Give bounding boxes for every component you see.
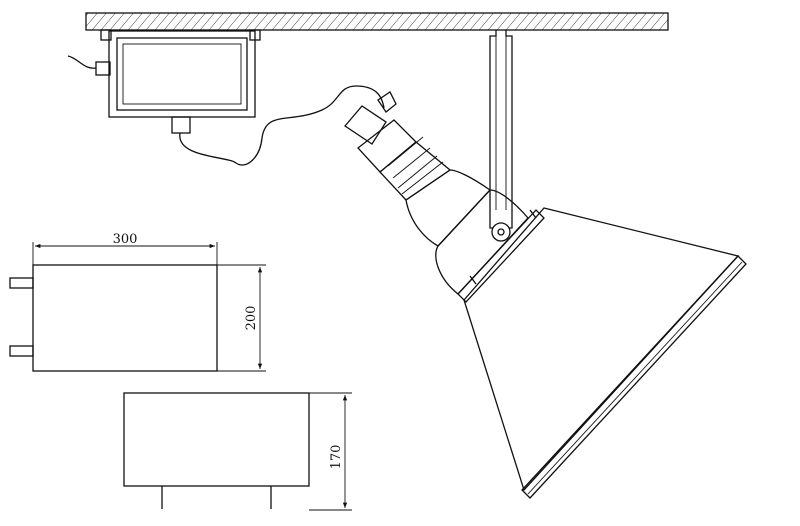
height-dimension-label: 200 bbox=[244, 306, 259, 331]
depth-dimension-label: 170 bbox=[329, 445, 344, 470]
ceiling-rail bbox=[85, 12, 669, 31]
width-dimension-label: 300 bbox=[113, 232, 138, 247]
ballast-box bbox=[67, 29, 261, 134]
power-cable bbox=[179, 85, 385, 166]
lamp-head bbox=[344, 91, 747, 499]
box-side-view bbox=[123, 392, 352, 511]
box-front-view bbox=[9, 242, 266, 372]
